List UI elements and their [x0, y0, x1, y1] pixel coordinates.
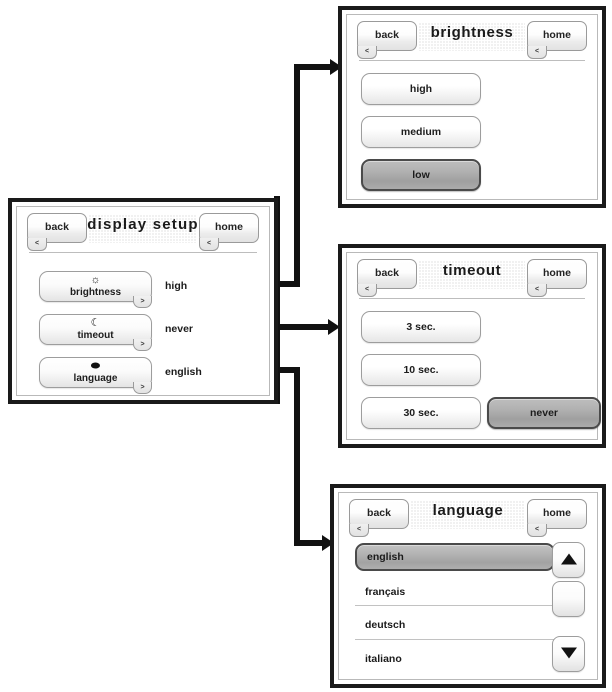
option-timeout-3sec[interactable]: 3 sec. — [361, 311, 481, 343]
list-separator — [355, 605, 555, 606]
panel-display-setup-inner: display setup back < home < ☼ brightness… — [16, 206, 270, 396]
back-button[interactable]: back < — [357, 21, 417, 59]
panel-language-inner: language back < home < english français … — [338, 492, 598, 680]
panel-display-setup: display setup back < home < ☼ brightness… — [8, 198, 278, 404]
triangle-up-icon — [560, 553, 577, 565]
back-corner-tab-icon[interactable]: < — [349, 524, 369, 537]
chevron-right-icon[interactable]: > — [133, 339, 152, 351]
menu-value-timeout: never — [165, 323, 194, 335]
menu-row-brightness-label: brightness — [69, 287, 122, 298]
home-button-label: home — [542, 507, 571, 519]
home-corner-tab-icon[interactable]: < — [527, 46, 547, 59]
option-label: 10 sec. — [403, 364, 439, 376]
option-timeout-never[interactable]: never — [487, 397, 601, 429]
sun-icon: ☼ — [90, 274, 101, 286]
home-button[interactable]: home < — [527, 259, 587, 297]
home-corner-tab-icon[interactable]: < — [527, 524, 547, 537]
back-button-label: back — [375, 29, 399, 41]
header-divider — [359, 298, 585, 299]
menu-row-timeout-label: timeout — [77, 330, 114, 341]
moon-star-icon: ☾ — [90, 317, 101, 329]
panel-brightness: brightness back < home < high medium low — [338, 6, 606, 208]
list-item-italiano[interactable]: italiano — [355, 645, 555, 673]
home-button[interactable]: home < — [527, 21, 587, 59]
home-corner-tab-icon[interactable]: < — [527, 284, 547, 297]
back-button-label: back — [375, 267, 399, 279]
connector-brightness-riser — [294, 64, 300, 287]
menu-value-language: english — [165, 366, 202, 378]
arrowhead-timeout — [328, 319, 340, 335]
panel-timeout: timeout back < home < 3 sec. 10 sec. 30 … — [338, 244, 606, 448]
back-button[interactable]: back < — [349, 499, 409, 537]
option-brightness-low[interactable]: low — [361, 159, 481, 191]
option-brightness-medium[interactable]: medium — [361, 116, 481, 148]
back-button[interactable]: back < — [357, 259, 417, 297]
panel-brightness-inner: brightness back < home < high medium low — [346, 14, 598, 200]
back-button-label: back — [367, 507, 391, 519]
menu-row-timeout[interactable]: ☾ timeout > — [39, 314, 152, 351]
connector-language-riser — [294, 367, 300, 546]
chevron-right-icon[interactable]: > — [133, 296, 152, 308]
menu-value-brightness: high — [165, 280, 188, 292]
home-button[interactable]: home < — [527, 499, 587, 537]
panel-language: language back < home < english français … — [330, 484, 606, 688]
option-label: medium — [400, 126, 442, 138]
header-divider — [29, 252, 257, 253]
option-timeout-30sec[interactable]: 30 sec. — [361, 397, 481, 429]
page-title: display setup — [87, 216, 199, 233]
home-button[interactable]: home < — [199, 213, 259, 251]
page-title: timeout — [442, 262, 502, 279]
option-brightness-high[interactable]: high — [361, 73, 481, 105]
home-button-label: home — [542, 29, 571, 41]
header-texture — [411, 501, 525, 529]
list-item-label: english — [367, 551, 404, 563]
home-button-label: home — [214, 221, 243, 233]
option-label: never — [529, 407, 559, 419]
option-timeout-10sec[interactable]: 10 sec. — [361, 354, 481, 386]
back-button[interactable]: back < — [27, 213, 87, 251]
page-title: language — [432, 502, 504, 519]
chevron-right-icon[interactable]: > — [133, 382, 152, 394]
list-separator — [355, 639, 555, 640]
list-item-label: deutsch — [365, 619, 406, 631]
scroll-down-button[interactable] — [552, 636, 585, 672]
option-label: 30 sec. — [403, 407, 439, 419]
back-corner-tab-icon[interactable]: < — [27, 238, 47, 251]
menu-row-language-label: language — [73, 373, 118, 384]
option-label: low — [412, 169, 430, 181]
header-texture — [419, 23, 525, 51]
language-header: language back < home < — [339, 493, 597, 537]
speech-bubble-icon: ⬬ — [90, 360, 101, 372]
brightness-header: brightness back < home < — [347, 15, 597, 59]
panel-timeout-inner: timeout back < home < 3 sec. 10 sec. 30 … — [346, 252, 601, 440]
scroll-thumb[interactable] — [552, 581, 585, 617]
option-label: 3 sec. — [406, 321, 436, 333]
menu-row-brightness[interactable]: ☼ brightness > — [39, 271, 152, 308]
header-texture — [419, 261, 525, 289]
connector-language-entry — [294, 540, 326, 546]
list-item-label: italiano — [365, 653, 402, 665]
connector-brightness-entry — [294, 64, 334, 70]
back-button-label: back — [45, 221, 69, 233]
timeout-header: timeout back < home < — [347, 253, 597, 297]
menu-row-language[interactable]: ⬬ language > — [39, 357, 152, 394]
option-label: high — [409, 83, 433, 95]
list-item-label: français — [365, 586, 406, 598]
list-item-deutsch[interactable]: deutsch — [355, 611, 555, 639]
list-item-francais[interactable]: français — [355, 578, 555, 606]
scroll-up-button[interactable] — [552, 542, 585, 578]
home-button-label: home — [542, 267, 571, 279]
page-title: brightness — [430, 24, 514, 41]
back-corner-tab-icon[interactable]: < — [357, 46, 377, 59]
header-divider — [359, 60, 585, 61]
home-corner-tab-icon[interactable]: < — [199, 238, 219, 251]
list-item-english[interactable]: english — [355, 543, 555, 571]
back-corner-tab-icon[interactable]: < — [357, 284, 377, 297]
display-setup-header: display setup back < home < — [17, 207, 269, 251]
triangle-down-icon — [560, 647, 577, 659]
header-texture — [89, 215, 197, 243]
